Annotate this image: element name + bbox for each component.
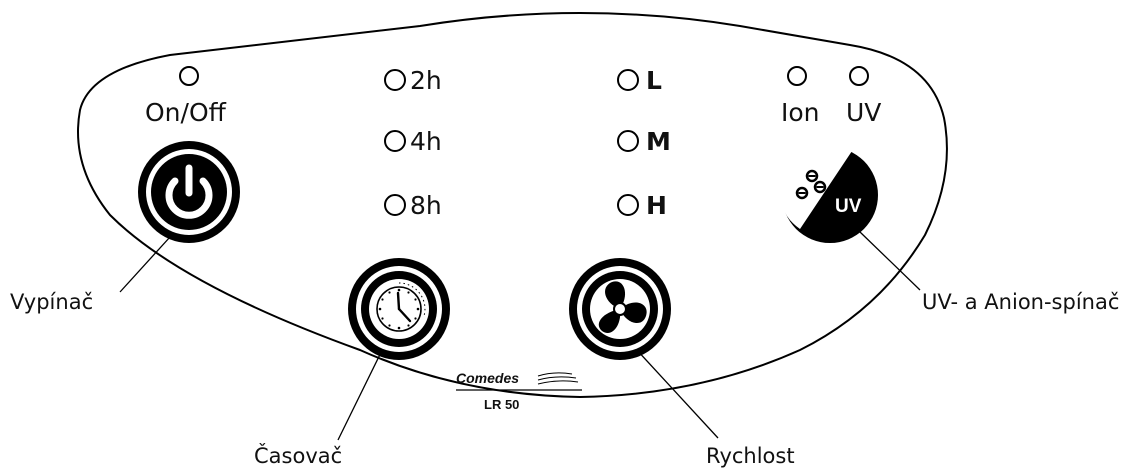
speed-led-low bbox=[617, 69, 639, 91]
timer-led-2h bbox=[384, 69, 406, 91]
speed-label-high: H bbox=[646, 191, 667, 220]
ion-label: Ion bbox=[781, 98, 820, 127]
ion-uv-button[interactable] bbox=[779, 143, 878, 243]
brand-name: Comedes bbox=[456, 370, 520, 386]
speed-led-medium bbox=[617, 130, 639, 152]
callout-speed: Rychlost bbox=[706, 444, 795, 468]
timer-button[interactable] bbox=[348, 258, 450, 360]
timer-label-4h: 4h bbox=[410, 127, 442, 156]
clock-icon bbox=[369, 279, 429, 339]
callout-line-uv-anion bbox=[859, 231, 921, 291]
callout-power-switch: Vypínač bbox=[10, 290, 94, 314]
timer-led-4h bbox=[384, 130, 406, 152]
fan-icon bbox=[590, 279, 650, 339]
uv-led bbox=[849, 66, 869, 86]
power-button[interactable] bbox=[138, 141, 240, 243]
callout-uv-anion-switch: UV- a Anion-spínač bbox=[922, 290, 1120, 314]
uv-button-label: UV bbox=[835, 196, 862, 217]
timer-label-8h: 8h bbox=[410, 191, 442, 220]
speed-label-low: L bbox=[646, 66, 662, 95]
timer-led-8h bbox=[384, 194, 406, 216]
brand-swoosh bbox=[456, 372, 582, 391]
ion-uv-icon bbox=[779, 143, 852, 229]
ion-led bbox=[787, 66, 807, 86]
power-label: On/Off bbox=[145, 98, 226, 127]
speed-led-high bbox=[617, 194, 639, 216]
power-led bbox=[179, 66, 199, 86]
speed-label-medium: M bbox=[646, 127, 671, 156]
speed-button[interactable] bbox=[569, 258, 671, 360]
model-name: LR 50 bbox=[484, 397, 520, 412]
timer-label-2h: 2h bbox=[410, 66, 442, 95]
uv-label: UV bbox=[846, 98, 882, 127]
panel-outline bbox=[77, 12, 948, 399]
callout-line-speed bbox=[634, 347, 719, 439]
callout-timer: Časovač bbox=[254, 444, 343, 468]
power-icon bbox=[165, 164, 213, 219]
